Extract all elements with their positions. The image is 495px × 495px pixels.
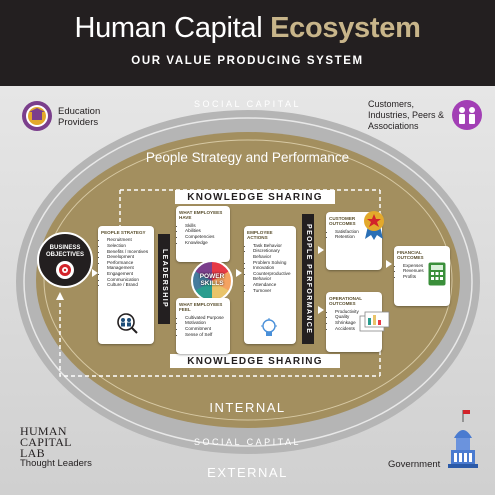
list-item: Satisfaction (335, 229, 379, 235)
power-skills-circle: POWER SKILLS (191, 260, 233, 302)
list-item: Expenses (403, 263, 447, 269)
employees-feel-title: WHAT EMPLOYEES FEEL (179, 302, 223, 313)
list-item: Revenues (403, 268, 447, 274)
list-item: Skills (185, 223, 227, 229)
customer-outcomes-list: Satisfaction Retention (329, 229, 379, 240)
thought-leaders-label: Thought Leaders (20, 458, 92, 469)
list-item: Accidents (335, 326, 379, 332)
documents-chart-icon (359, 311, 390, 332)
arrow-2 (236, 269, 242, 277)
knowledge-sharing-bottom: KNOWLEDGE SHARING (187, 356, 323, 367)
inner-ellipse-line (43, 139, 453, 421)
people-strategy-list: Recruitment Selection Benefits / Incenti… (101, 237, 151, 287)
award-ribbon-icon (364, 211, 384, 240)
page-subtitle: OUR VALUE PRODUCING SYSTEM (131, 55, 364, 67)
ks-bottom-bar (170, 354, 340, 368)
list-item: Innovation (253, 265, 293, 271)
people-strategy-box: PEOPLE STRATEGY Recruitment Selection Be… (98, 226, 154, 344)
list-item: Commitment (185, 326, 227, 332)
employee-actions-box: EMPLOYEE ACTIONS Task Behavior Discretio… (244, 226, 296, 344)
list-item: Attendance (253, 282, 293, 288)
employee-actions-list: Task Behavior Discretionary Behavior Pro… (247, 243, 293, 293)
list-item: Recruitment (107, 237, 151, 243)
list-item: Counterproductive Behavior (253, 271, 293, 282)
list-item: Task Behavior (253, 243, 293, 249)
list-item: Selection (107, 243, 151, 249)
people-strategy-title: PEOPLE STRATEGY (101, 230, 146, 235)
operational-outcomes-title: OPERATIONAL OUTCOMES (329, 296, 363, 307)
business-objectives-label: BUSINESS OBJECTIVES (45, 245, 84, 258)
employees-have-box: WHAT EMPLOYEES HAVE Skills Abilities Com… (176, 206, 230, 262)
loop-arrowhead (56, 292, 64, 300)
people-performance-bar: PEOPLE PERFORMANCE (302, 214, 314, 344)
calculator-icon (428, 262, 446, 286)
capitol-building-icon (448, 410, 478, 468)
business-objectives-circle: BUSINESS OBJECTIVES (37, 232, 93, 288)
leadership-bar: LEADERSHIP (158, 234, 170, 324)
list-item: Development (107, 254, 151, 260)
title-main: Human Capital (74, 12, 271, 44)
customer-outcomes-title: CUSTOMER OUTCOMES (329, 216, 356, 227)
list-item: Culture / Brand (107, 282, 151, 288)
employee-actions-title: EMPLOYEE ACTIONS (247, 230, 273, 241)
list-item: Shrinkage (335, 320, 379, 326)
people-magnifier-icon (117, 313, 138, 334)
loop-bottom-line (59, 296, 380, 377)
financial-outcomes-box: FINANCIAL OUTCOMES Expenses Revenues Pro… (394, 246, 450, 306)
list-item: Performance Management (107, 260, 151, 271)
list-item: Profits (403, 274, 447, 280)
title-accent: Ecosystem (270, 12, 421, 44)
government-label: Government (388, 459, 441, 470)
customer-outcomes-box: CUSTOMER OUTCOMES Satisfaction Retention (326, 212, 382, 270)
external-label: EXTERNAL (207, 465, 288, 480)
list-item: Competencies (185, 234, 227, 240)
education-providers-label: Education Providers (58, 106, 101, 128)
outer-ellipse-line (23, 117, 473, 447)
list-item: Quality (335, 314, 379, 320)
employees-have-title: WHAT EMPLOYEES HAVE (179, 210, 223, 221)
social-capital-bottom: SOCIAL CAPITAL (193, 437, 302, 447)
list-item: Abilities (185, 228, 227, 234)
knowledge-sharing-top: KNOWLEDGE SHARING (187, 192, 323, 203)
header-banner: Human Capital Ecosystem OUR VALUE PRODUC… (0, 0, 495, 86)
arrow-3 (318, 246, 324, 254)
arrow-5 (386, 260, 392, 268)
social-capital-top: SOCIAL CAPITAL (193, 99, 302, 109)
diagram-canvas: SOCIAL CAPITAL SOCIAL CAPITAL INTERNAL E… (0, 86, 495, 495)
education-seal-icon (22, 101, 52, 131)
arrow-4 (318, 306, 324, 314)
list-item: Cultivated Purpose (185, 315, 227, 321)
human-capital-lab-logo: HUMAN CAPITAL LAB (20, 424, 72, 460)
list-item: Discretionary Behavior (253, 248, 293, 259)
list-item: Sense of Self (185, 332, 227, 338)
page-title: Human Capital Ecosystem (0, 12, 495, 45)
list-item: Knowledge (185, 240, 227, 246)
arrow-1 (92, 269, 98, 277)
employees-feel-list: Cultivated Purpose Motivation Commitment… (179, 315, 227, 337)
financial-outcomes-list: Expenses Revenues Profits (397, 263, 447, 280)
list-item: Benefits / Incentives (107, 249, 151, 255)
internal-label: INTERNAL (209, 400, 286, 415)
list-item: Problem Solving (253, 260, 293, 266)
list-item: Communication (107, 277, 151, 283)
list-item: Engagement (107, 271, 151, 277)
list-item: Turnover (253, 288, 293, 294)
employees-have-list: Skills Abilities Competencies Knowledge (179, 223, 227, 245)
lightbulb-icon (261, 318, 277, 336)
list-item: Retention (335, 234, 379, 240)
target-icon (56, 261, 74, 279)
customers-industries-label: Customers, Industries, Peers & Associati… (368, 99, 445, 131)
employees-feel-box: WHAT EMPLOYEES FEEL Cultivated Purpose M… (176, 298, 230, 354)
list-item: Motivation (185, 320, 227, 326)
list-item: Productivity (335, 309, 379, 315)
people-group-icon (452, 100, 482, 130)
core-title: People Strategy and Performance (145, 150, 350, 165)
ks-top-bar (175, 190, 335, 204)
power-skills-label: POWER SKILLS (199, 273, 225, 287)
financial-outcomes-title: FINANCIAL OUTCOMES (397, 250, 424, 261)
operational-outcomes-list: Productivity Quality Shrinkage Accidents (329, 309, 379, 331)
